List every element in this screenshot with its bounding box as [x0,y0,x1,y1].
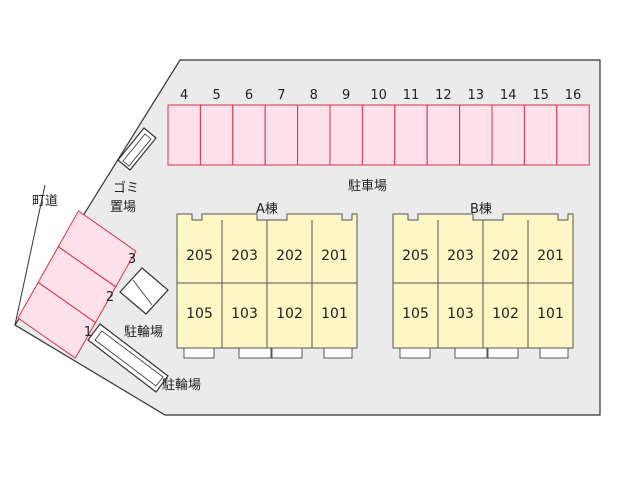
building-a: 205 203 202 201 105 103 102 101 [176,213,358,359]
parking-space-6 [232,104,266,166]
parking-space-14 [491,104,525,166]
room-203: 203 [231,248,258,264]
parking-space-16 [556,104,590,166]
room-202: 202 [276,248,303,264]
parking-number: 8 [310,88,318,103]
room-205: 205 [186,248,213,264]
building-a-label: A棟 [256,202,278,217]
balcony [323,347,353,359]
bike-parking-2-area [87,323,169,393]
parking-number: 3 [128,252,136,267]
parking-number: 10 [370,88,387,103]
room-203: 203 [447,248,474,264]
room-102: 102 [276,306,303,322]
parking-number: 4 [180,88,188,103]
room-205: 205 [402,248,429,264]
parking-number: 6 [245,88,253,103]
parking-space-5 [199,104,234,166]
parking-number: 7 [277,88,285,103]
parking-number: 16 [565,88,582,103]
road-label: 町道 [32,194,58,209]
bike-parking-label-1: 駐輪場 [124,324,163,340]
parking-space-11 [394,104,428,166]
parking-space-7 [264,104,299,166]
parking-label: 駐車場 [348,179,387,194]
building-b: 205 203 202 201 105 103 102 101 [392,213,574,359]
building-b-label: B棟 [470,202,492,217]
room-101: 101 [321,306,348,322]
parking-number: 11 [403,88,420,103]
road-edge [14,184,46,326]
parking-space-13 [459,104,493,166]
room-102: 102 [492,306,519,322]
parking-space-10 [361,104,396,166]
bike-parking-1-area [119,267,169,315]
balcony [271,347,303,359]
parking-number: 14 [500,88,517,103]
room-105: 105 [186,306,213,322]
balcony [454,347,488,359]
room-103: 103 [231,306,258,322]
parking-number: 9 [342,88,350,103]
parking-number: 5 [212,88,220,103]
garbage-label-line2: 置場 [110,200,136,215]
room-201: 201 [537,248,564,264]
parking-space-9 [329,104,363,166]
balcony [238,347,272,359]
room-101: 101 [537,306,564,322]
balcony [487,347,519,359]
parking-space-15 [523,104,558,166]
parking-space-12 [426,104,461,166]
balcony [539,347,569,359]
room-103: 103 [447,306,474,322]
balcony [183,347,215,359]
balcony [399,347,431,359]
parking-space-4 [167,104,201,166]
parking-space-3 [57,210,137,288]
parking-space-8 [297,104,331,166]
room-202: 202 [492,248,519,264]
parking-row-top: 4 5 6 7 8 9 10 11 12 13 14 15 16 [167,88,590,166]
garbage-area [117,127,157,171]
garbage-label-line1: ゴミ [113,180,139,196]
room-201: 201 [321,248,348,264]
parking-number: 12 [435,88,452,103]
parking-number: 1 [84,325,92,340]
parking-number: 2 [106,290,114,305]
parking-number: 13 [468,88,485,103]
bike-parking-label-2: 駐輪場 [162,377,201,393]
parking-number: 15 [532,88,549,103]
parking-row-side: 1 2 3 [17,210,137,359]
room-105: 105 [402,306,429,322]
